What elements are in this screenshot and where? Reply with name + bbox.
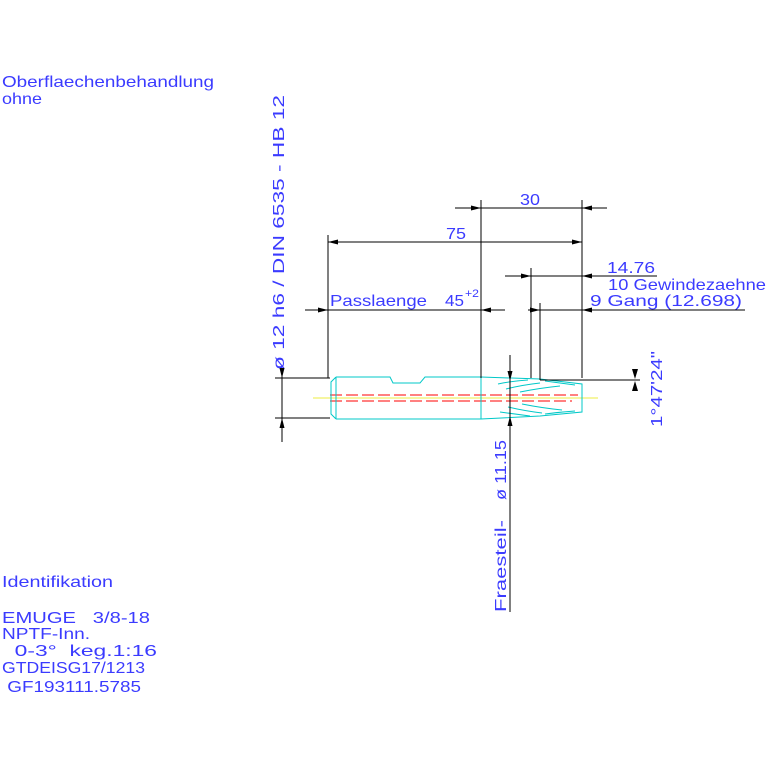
dimension-turns: 9 Gang (12.698): [528, 293, 745, 313]
surface-treatment-label: Oberflaechenbehandlung: [2, 74, 214, 91]
teeth-count-label: 10 Gewindezaehne: [608, 277, 766, 294]
fit-length-label: Passlaenge: [330, 293, 427, 310]
identification-label: Identifikation: [2, 574, 113, 591]
tool-outline: [330, 376, 583, 420]
identification-line: GTDEISG17/1213: [2, 660, 145, 677]
cut-part-label: Fraesteil-: [493, 520, 510, 612]
pitch-length-value: 14.76: [607, 260, 655, 277]
identification-line: GF193111.5785: [2, 679, 141, 696]
arrowhead: [582, 307, 592, 313]
identification-block: Identifikation EMUGE 3/8-18 NPTF-Inn. 0-…: [2, 574, 157, 696]
fit-length-tolerance: +2: [465, 288, 479, 300]
dimension-total-length: 75: [328, 226, 582, 245]
thread-part-outline: [480, 376, 583, 420]
dimension-shank-diameter: [275, 368, 330, 442]
arrowhead: [507, 371, 513, 381]
arrowhead: [632, 369, 638, 379]
shank-outline: [330, 376, 481, 420]
arrowhead: [572, 239, 582, 245]
turns-label: 9 Gang (12.698): [590, 293, 742, 310]
extension-lines: [327, 200, 583, 380]
identification-line: 0-3° keg.1:16: [2, 643, 157, 660]
dimension-pitch-length: 14.76 10 Gewindezaehne: [505, 260, 766, 294]
dimension-thread-length: 30: [455, 192, 607, 211]
arrowhead: [507, 416, 513, 426]
thread-length-value: 30: [520, 192, 540, 209]
surface-treatment-block: Oberflaechenbehandlung ohne: [2, 74, 214, 108]
arrowhead: [582, 273, 592, 279]
arrowhead: [632, 381, 638, 391]
cut-diameter-value: ø 11.15: [493, 440, 510, 500]
dimension-cut-diameter: ø 11.15 Fraesteil-: [493, 355, 513, 612]
dimension-fit-length: Passlaenge 45 +2: [305, 288, 505, 313]
arrowhead: [328, 239, 338, 245]
total-length-value: 75: [446, 226, 466, 243]
arrowhead: [318, 307, 328, 313]
surface-treatment-value: ohne: [2, 91, 42, 108]
thread-flutes: [497, 379, 576, 417]
dimension-taper-angle: 1°47'24": [540, 351, 666, 427]
arrowhead: [279, 368, 285, 378]
arrowhead: [471, 205, 481, 211]
fit-length-value: 45: [445, 293, 464, 310]
taper-angle-value: 1°47'24": [649, 351, 666, 427]
arrowhead: [530, 307, 540, 313]
identification-line: NPTF-Inn.: [2, 626, 90, 643]
shank-spec-label: ø 12 h6 / DIN 6535 - HB 12: [271, 95, 288, 370]
arrowhead: [279, 418, 285, 428]
arrowhead: [582, 205, 592, 211]
arrowhead: [521, 273, 531, 279]
identification-line: EMUGE 3/8-18: [2, 610, 150, 627]
arrowhead: [481, 307, 491, 313]
